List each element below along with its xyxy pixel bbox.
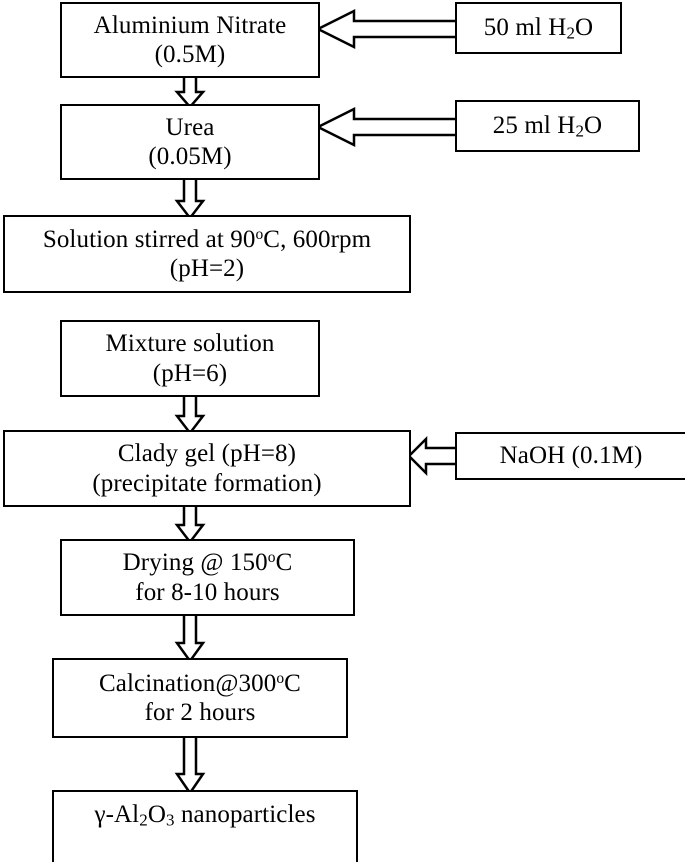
arrow-water-25ml-to-urea (315, 106, 460, 148)
drying-line-2: for 8-10 hours (135, 578, 280, 606)
calcination-box[interactable]: Calcination@300oC for 2 hours (52, 658, 348, 738)
solution-stirred-line-2: (pH=2) (169, 255, 245, 282)
mixture-solution-box[interactable]: Mixture solution (pH=6) (60, 320, 320, 397)
mixture-solution-line-1: Mixture solution (105, 330, 275, 357)
arrow-urea-to-solution-stirred (170, 174, 210, 221)
urea-box[interactable]: Urea (0.05M) (60, 104, 320, 180)
drying-line-1: Drying @ 150oC (122, 548, 293, 576)
clady-gel-box[interactable]: Clady gel (pH=8) (precipitate formation) (3, 430, 411, 507)
water-50ml-box[interactable]: 50 ml H2O (455, 2, 622, 54)
naoh-label: NaOH (0.1M) (499, 442, 643, 470)
aluminium-nitrate-line-2: (0.5M) (154, 41, 226, 68)
water-25ml-label: 25 ml H2O (492, 111, 603, 141)
clady-gel-line-1: Clady gel (pH=8) (117, 440, 297, 467)
solution-stirred-line-1: Solution stirred at 90oC, 600rpm (42, 225, 372, 253)
mixture-solution-line-2: (pH=6) (152, 359, 228, 387)
product-label: γ-Al2O3 nanoparticles (94, 801, 316, 830)
aluminium-nitrate-box[interactable]: Aluminium Nitrate (0.5M) (60, 2, 320, 78)
arrow-drying-to-calcination (170, 610, 210, 664)
arrow-clady-gel-to-drying (170, 501, 210, 545)
product-box[interactable]: γ-Al2O3 nanoparticles (52, 790, 358, 862)
water-50ml-label: 50 ml H2O (483, 13, 594, 43)
arrow-calcination-to-product (170, 732, 210, 796)
solution-stirred-box[interactable]: Solution stirred at 90oC, 600rpm (pH=2) (3, 215, 411, 293)
arrow-aluminium-nitrate-to-urea (170, 72, 210, 109)
calcination-line-1: Calcination@300oC (99, 669, 301, 697)
aluminium-nitrate-line-1: Aluminium Nitrate (93, 11, 287, 39)
urea-line-1: Urea (165, 113, 215, 141)
calcination-line-2: for 2 hours (144, 699, 256, 726)
arrow-mixture-solution-to-clady-gel (170, 391, 210, 436)
clady-gel-line-2: (precipitate formation) (92, 469, 322, 497)
drying-box[interactable]: Drying @ 150oC for 8-10 hours (60, 539, 355, 616)
naoh-box[interactable]: NaOH (0.1M) (455, 432, 685, 480)
urea-line-2: (0.05M) (148, 143, 232, 170)
arrow-naoh-to-clady-gel (407, 435, 459, 477)
arrow-water-50ml-to-aluminium-nitrate (315, 8, 460, 50)
water-25ml-box[interactable]: 25 ml H2O (455, 100, 640, 152)
